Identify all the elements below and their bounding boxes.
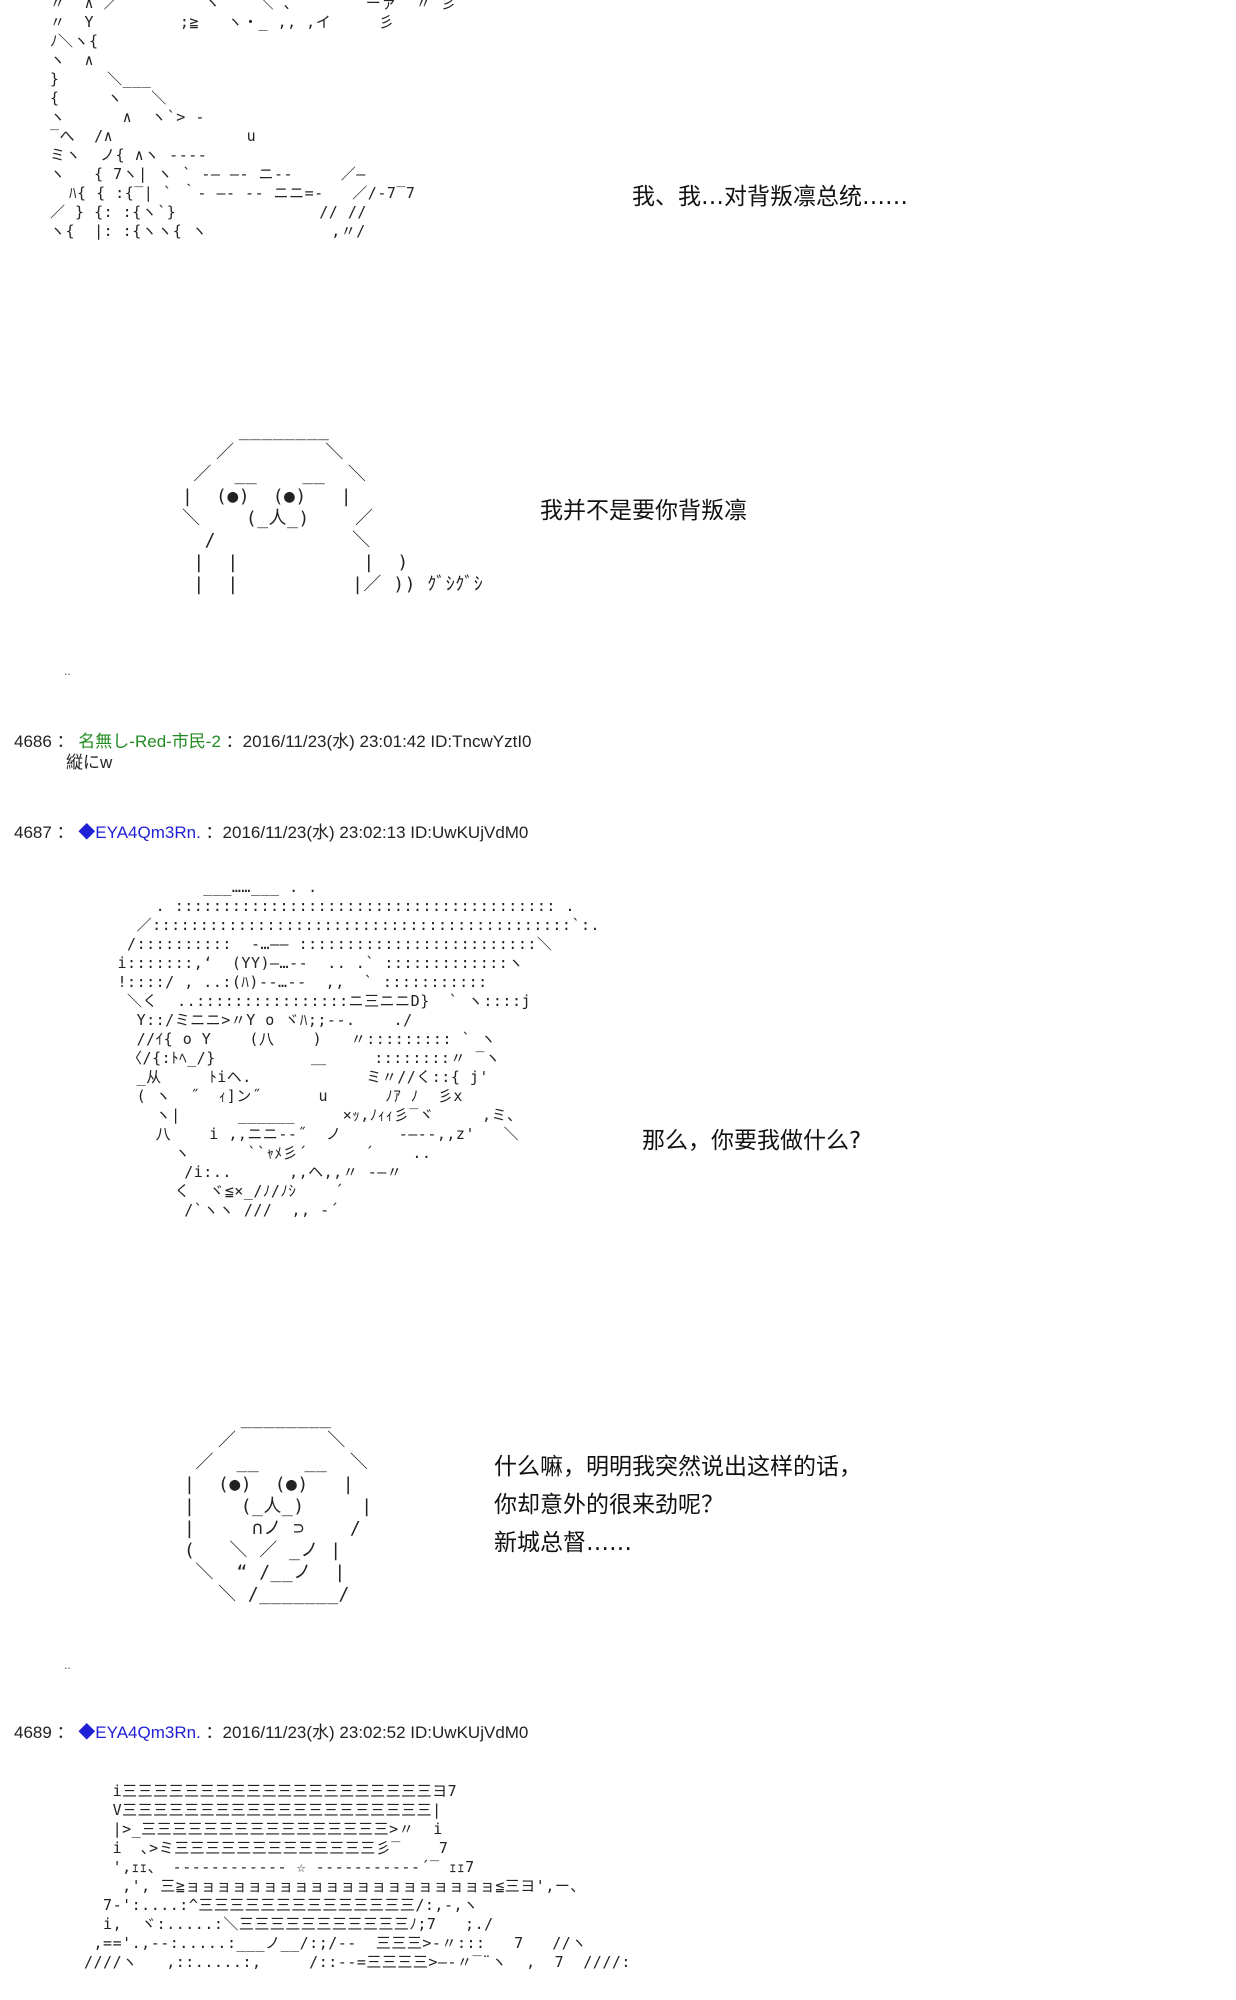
post-header-4689: 4689 ： ◆EYA4Qm3Rn. ：2016/11/23(水) 23:02:… — [14, 1718, 528, 1743]
post-number[interactable]: 4689 — [14, 1723, 52, 1742]
dialogue-4: 什么嘛，明明我突然说出这样的话， 你却意外的很来劲呢？ 新城总督…… — [494, 1448, 862, 1562]
post-header-4686: 4686 ： 名無し-Red-市民-2 ：2016/11/23(水) 23:01… — [14, 727, 532, 752]
post-number[interactable]: 4686 — [14, 732, 52, 751]
post-meta: ：2016/11/23(水) 23:02:13 ID:UwKUjVdM0 — [205, 823, 529, 842]
dialogue-1: 我、我…对背叛凛总统…… — [632, 184, 908, 210]
dialogue-4-line: 新城总督…… — [494, 1530, 632, 1556]
ascii-art-yaranaio-1: ________ ／ ＼ ／ __ __ ＼ | (●) (●) | ＼ (_人… — [182, 420, 484, 595]
spacer-dots-2: .. — [64, 1658, 71, 1672]
ascii-art-character-1: 〃 ∧ ／ ヽ ＼ 、 ‾‾‾ ーァ 〃 彡 〃 Y ;≧ ヽ・_ ,, ,イ … — [50, 0, 457, 240]
ascii-art-character-2: ___……___ . . . :::::::::::::::::::::::::… — [117, 878, 601, 1219]
post-body-4686: 縦にw — [66, 753, 113, 772]
post-separator: ： — [56, 823, 74, 842]
post-meta: ：2016/11/23(水) 23:01:42 ID:TncwYztI0 — [225, 732, 532, 751]
post-separator: ： — [56, 732, 74, 751]
post-author-name: ◆EYA4Qm3Rn. — [78, 823, 201, 842]
post-author-name: ◆EYA4Qm3Rn. — [78, 1723, 201, 1742]
spacer-dots-1: .. — [64, 664, 71, 678]
dialogue-3: 那么，你要我做什么? — [642, 1128, 862, 1154]
dialogue-4-line: 什么嘛，明明我突然说出这样的话， — [494, 1454, 862, 1480]
post-meta: ：2016/11/23(水) 23:02:52 ID:UwKUjVdM0 — [205, 1723, 529, 1742]
post-header-4687: 4687 ： ◆EYA4Qm3Rn. ：2016/11/23(水) 23:02:… — [14, 818, 528, 843]
ascii-art-yaranaio-2: ________ ／ ＼ ／ __ __ ＼ | (●) (●) | | (_人… — [184, 1408, 373, 1605]
dialogue-4-line: 你却意外的很来劲呢？ — [494, 1492, 724, 1518]
dialogue-2: 我并不是要你背叛凛 — [540, 498, 747, 524]
post-separator: ： — [56, 1723, 74, 1742]
post-author-name: 名無し-Red-市民-2 — [78, 732, 221, 751]
post-number[interactable]: 4687 — [14, 823, 52, 842]
ascii-art-building: i三三三三三三三三三三三三三三三三三三三三ヨ7 V三三三三三三三三三三三三三三三… — [84, 1782, 631, 1971]
